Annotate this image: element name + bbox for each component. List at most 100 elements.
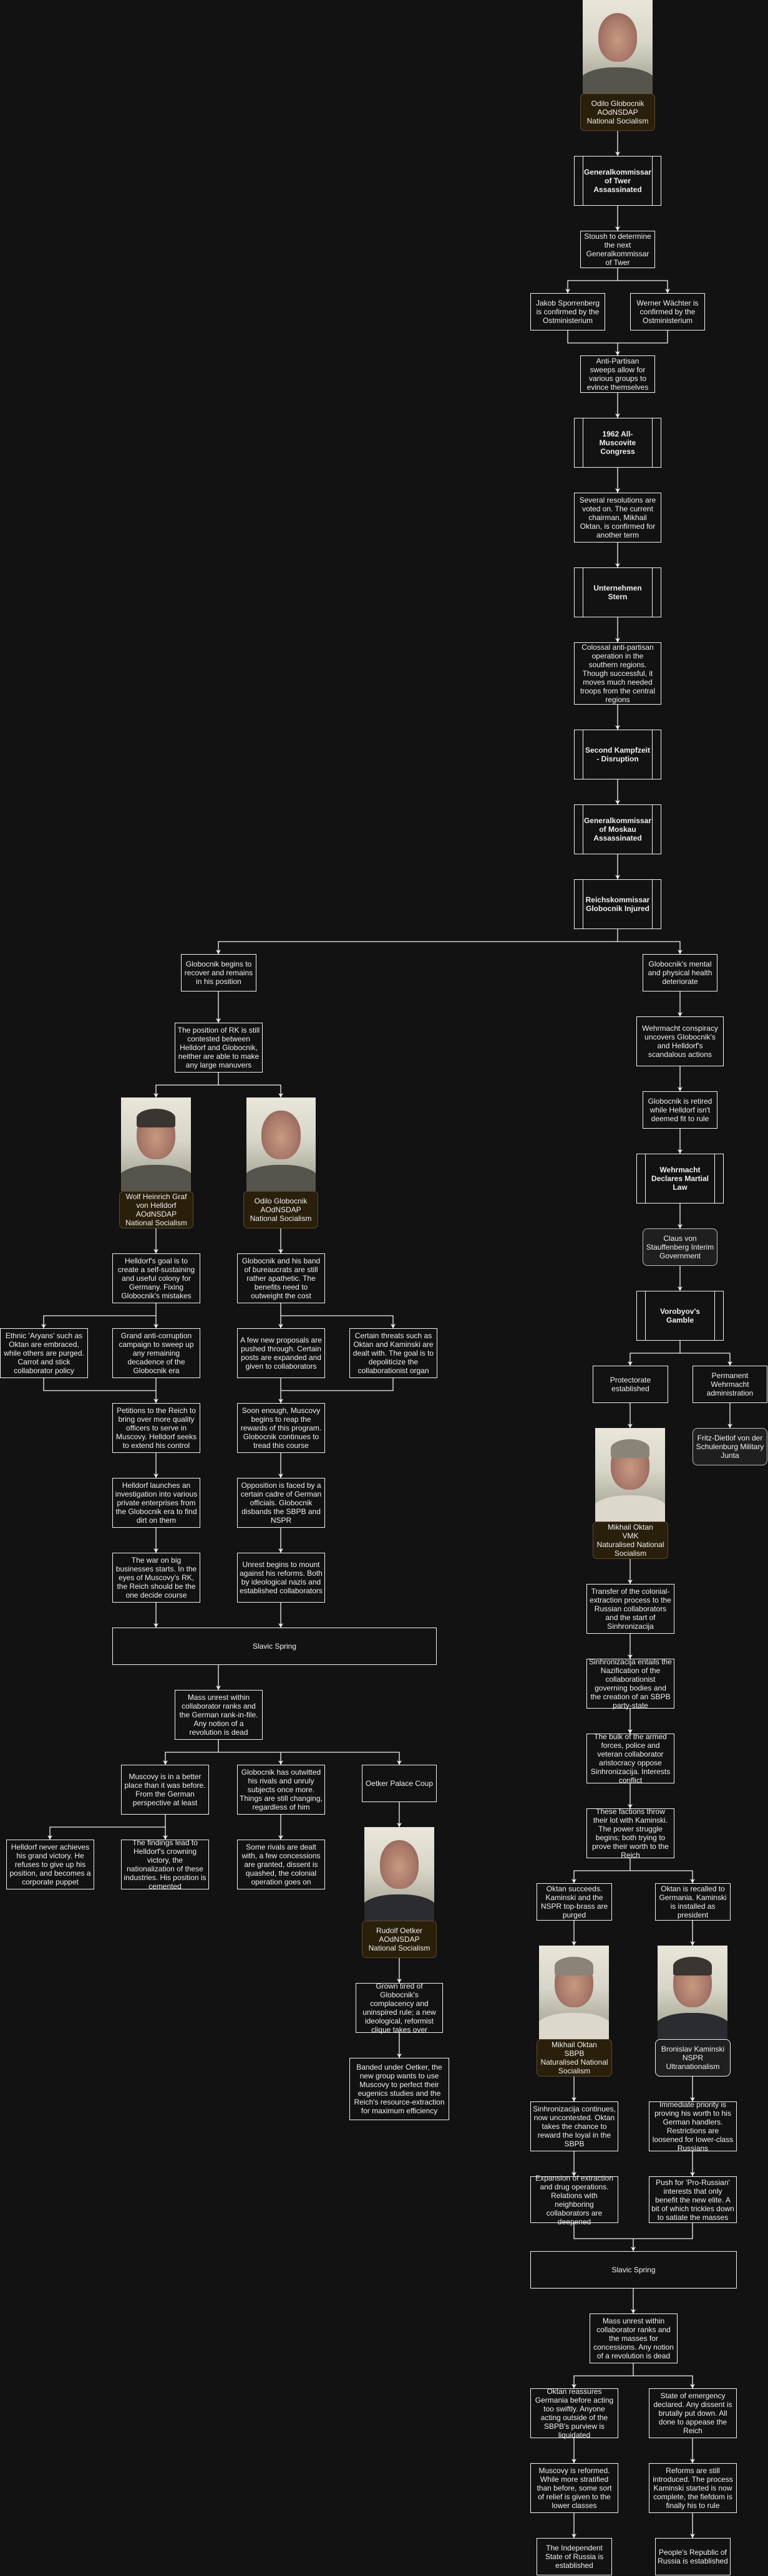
arrowhead-icon (565, 289, 570, 293)
leader-ideology: Ultranationalism (666, 2062, 720, 2071)
arrowhead-icon (665, 289, 670, 293)
arrowhead-icon (216, 1686, 221, 1690)
outcome-node-oktan-succeeds: Oktan succeeds. Kaminski and the NSPR to… (537, 1883, 612, 1921)
connector-arrow (49, 1815, 166, 1840)
node-text: People's Republic of Russia is establish… (658, 2548, 728, 2565)
arrowhead-icon (615, 226, 620, 231)
portrait-body (246, 1165, 316, 1191)
node-text: Sinhronizacija entails the Nazification … (589, 1657, 672, 1710)
portrait-photo-oktan-sbpb (539, 1946, 609, 2039)
arrowhead-icon (153, 1324, 158, 1328)
node-text: The bulk of the armed forces, police and… (590, 1732, 671, 1785)
arrowhead-icon (615, 725, 620, 730)
node-text: Jakob Sporrenberg is confirmed by the Os… (535, 299, 600, 325)
arrowhead-icon (153, 1399, 158, 1403)
outcome-node-pro-russian: Push for 'Pro-Russian' interests that on… (649, 2176, 737, 2223)
node-text: Expansion of extraction and drug operati… (535, 2173, 613, 2226)
leader-party: AOdNSDAP (379, 1935, 420, 1944)
arrowhead-icon (397, 1760, 402, 1765)
leader-name: Odilo Globocnik (591, 99, 644, 108)
outcome-node-rivals-dealt: Some rivals are dealt with, a few conces… (237, 1840, 325, 1889)
node-text: Protectorate established (610, 1376, 651, 1393)
event-node-congress: 1962 All-Muscovite Congress (574, 418, 661, 468)
arrowhead-icon (571, 1879, 576, 1883)
node-text: Wehrmacht Declares Martial Law (651, 1165, 709, 1192)
portrait-photo-helldorf (121, 1097, 191, 1191)
node-text: Sinhronizacija continues, now unconteste… (533, 2105, 616, 2148)
outcome-node-emergency: State of emergency declared. Any dissent… (649, 2388, 737, 2438)
node-text: Push for 'Pro-Russian' interests that on… (651, 2178, 734, 2222)
arrowhead-icon (153, 1474, 158, 1478)
arrowhead-icon (631, 2309, 636, 2313)
connector-arrow (617, 929, 681, 954)
connector-arrow (573, 2363, 634, 2388)
portrait-hair (554, 1957, 594, 1975)
portrait-face (261, 1111, 301, 1159)
arrowhead-icon (678, 1224, 683, 1228)
arrowhead-icon (678, 950, 683, 954)
outcome-node-independent-state: The Independent State of Russia is estab… (537, 2538, 612, 2575)
connector-merge-line (281, 1378, 394, 1391)
leader-party: VMK (622, 1532, 639, 1540)
leader-ideology: National Socialism (368, 1944, 430, 1952)
outcome-node-reap: Soon enough, Muscovy begins to reap the … (237, 1403, 325, 1453)
node-text: Several resolutions are voted on. The cu… (579, 496, 656, 539)
node-text: Globocnik is retired while Helldorf isn'… (648, 1097, 712, 1123)
leader-name: Odilo Globocnik (254, 1197, 308, 1205)
leader-party: AOdNSDAP (135, 1210, 177, 1218)
outcome-node-stauffenberg: Claus von Stauffenberg Interim Governmen… (643, 1228, 717, 1266)
node-text: Helldorf never achieves his grand victor… (9, 1843, 91, 1886)
leader-name: Rudolf Oetker (376, 1926, 423, 1935)
outcome-node-bulk: The bulk of the armed forces, police and… (586, 1732, 674, 1785)
node-text: Reichskommissar Globocnik Injured (585, 895, 650, 913)
leader-ideology: Naturalised National Socialism (540, 2058, 608, 2075)
arrowhead-icon (278, 1324, 283, 1328)
node-text: Grand anti-corruption campaign to sweep … (119, 1331, 194, 1375)
node-text: Globocnik's mental and physical health d… (648, 960, 712, 986)
arrowhead-icon (153, 1623, 158, 1628)
arrowhead-icon (678, 1149, 683, 1154)
arrowhead-icon (615, 488, 620, 493)
outcome-node-anti-partisan: Anti-Partisan sweeps allow for various g… (580, 355, 655, 393)
event-node-twer-assassinated: Generalkommissar of Twer Assassinated (574, 156, 661, 206)
node-text: Fritz-Dietlof von der Schulenburg Milita… (696, 1434, 764, 1460)
arrowhead-icon (628, 1580, 633, 1584)
node-text: Muscovy is reformed. While more stratifi… (537, 2466, 612, 2510)
arrowhead-icon (628, 1729, 633, 1734)
outcome-node-threats: Certain threats such as Oktan and Kamins… (349, 1328, 437, 1378)
outcome-node-helldorf-goal: Helldorf's goal is to create a self-sust… (112, 1253, 200, 1303)
connector-arrow (567, 268, 618, 293)
node-text: 1962 All-Muscovite Congress (599, 430, 636, 456)
outcome-node-stoush: Stoush to determine the next Generalkomm… (580, 231, 655, 268)
outcome-node-schulenburg: Fritz-Dietlof von der Schulenburg Milita… (693, 1428, 767, 1465)
arrowhead-icon (278, 1399, 283, 1403)
node-text: Petitions to the Reich to bring over mor… (115, 1406, 197, 1450)
leader-ideology: National Socialism (125, 1218, 187, 1227)
node-text: Globocnik begins to recover and remains … (184, 960, 253, 986)
arrowhead-icon (678, 1286, 683, 1291)
node-text: Mass unrest within collaborator ranks an… (179, 1693, 258, 1737)
connector-arrow (218, 1084, 281, 1097)
outcome-node-waechter: Werner Wächter is confirmed by the Ostmi… (630, 293, 705, 330)
outcome-node-reforms-still: Reforms are still introduced. The proces… (649, 2463, 737, 2513)
arrowhead-icon (163, 1835, 168, 1840)
connector-arrow (618, 280, 668, 293)
outcome-node-never-victory: Helldorf never achieves his grand victor… (6, 1840, 94, 1889)
outcome-node-resolutions: Several resolutions are voted on. The cu… (574, 493, 661, 543)
arrowhead-icon (690, 1879, 695, 1883)
connector-arrow (280, 1303, 394, 1328)
outcome-node-slavic-spring-2: Slavic Spring (530, 2251, 737, 2289)
portrait-body (595, 1495, 665, 1522)
outcome-node-better-place: Muscovy is in a better place than it was… (121, 1765, 209, 1815)
outcome-node-factions: These factions throw their lot with Kami… (586, 1807, 674, 1860)
portrait-photo-globocnik-mid (246, 1097, 316, 1191)
arrowhead-icon (391, 1324, 396, 1328)
node-text: Ethnic 'Aryans' such as Oktan are embrac… (4, 1331, 84, 1375)
portrait-body (121, 1165, 191, 1191)
portrait-hair (380, 1838, 419, 1857)
arrowhead-icon (690, 2384, 695, 2388)
